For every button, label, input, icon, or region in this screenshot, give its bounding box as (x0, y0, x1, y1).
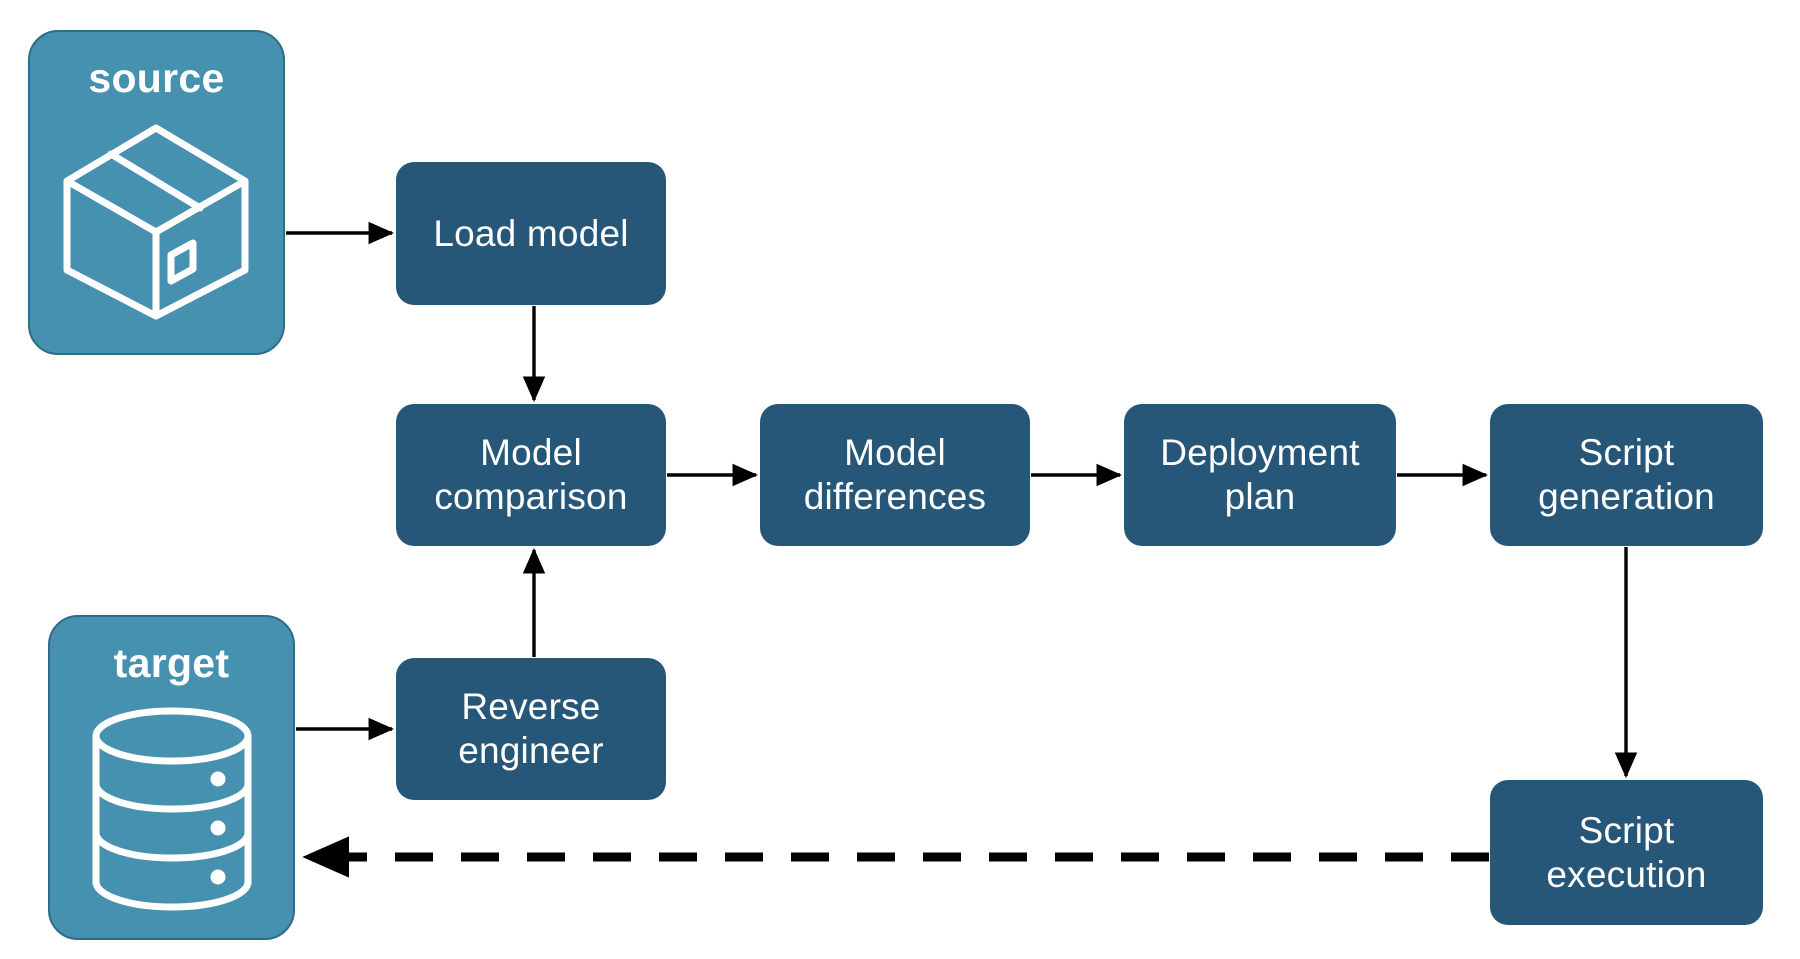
process-node-load-model[interactable]: Load model (396, 162, 666, 305)
process-label-reverse-engineer: Reverse engineer (458, 686, 604, 771)
process-label-model-comparison: Model comparison (434, 432, 628, 517)
process-node-script-execution[interactable]: Script execution (1490, 780, 1763, 925)
process-label-script-generation: Script generation (1538, 432, 1715, 517)
process-label-deployment-plan: Deployment plan (1160, 432, 1360, 517)
process-node-model-differences[interactable]: Model differences (760, 404, 1030, 546)
endpoint-label-source: source (88, 55, 225, 101)
endpoint-label-target: target (113, 640, 230, 686)
process-label-load-model: Load model (433, 212, 629, 254)
database-cylinder-icon (86, 705, 258, 919)
process-node-script-generation[interactable]: Script generation (1490, 404, 1763, 546)
endpoint-node-target[interactable]: target (48, 615, 295, 940)
process-label-model-differences: Model differences (803, 432, 987, 517)
process-node-model-comparison[interactable]: Model comparison (396, 404, 666, 546)
package-box-icon (59, 120, 254, 326)
endpoint-node-source[interactable]: source (28, 30, 285, 355)
process-node-deployment-plan[interactable]: Deployment plan (1124, 404, 1396, 546)
process-node-reverse-engineer[interactable]: Reverse engineer (396, 658, 666, 800)
process-label-script-execution: Script execution (1546, 809, 1707, 895)
